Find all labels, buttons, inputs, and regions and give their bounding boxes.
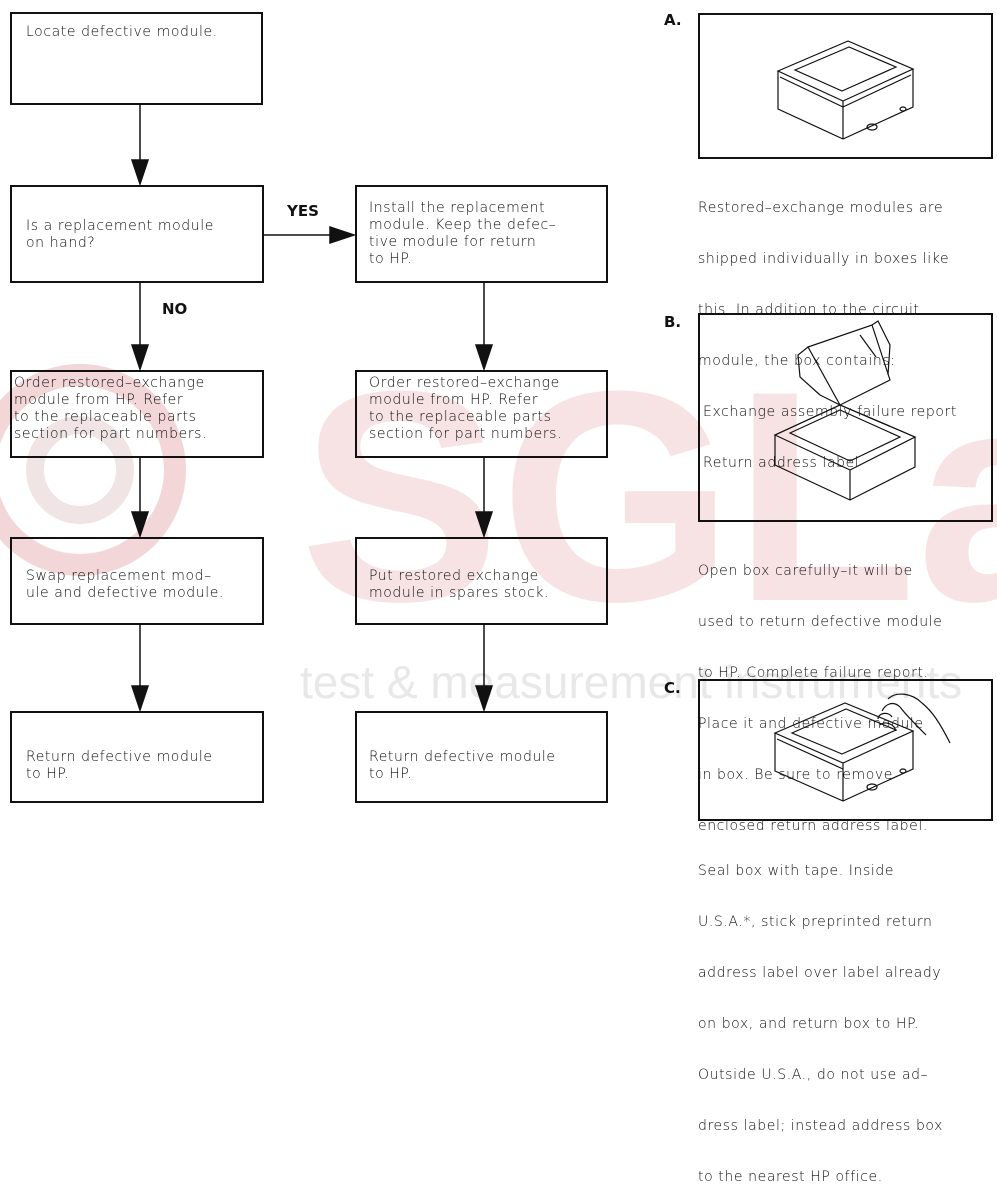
panel-c-caption: Seal box with tape. Inside U.S.A.*, stic… (698, 829, 943, 1203)
panel-b-frame (698, 313, 993, 522)
step-swap-box: Swap replacement mod– ule and defective … (10, 537, 264, 625)
caption-line: enclosed return address label. (698, 818, 928, 834)
decision-text-line: Is a replacement module (26, 218, 214, 234)
caption-line: shipped individually in boxes like (698, 251, 950, 267)
order-left-text-line: to the replaceable parts (14, 409, 197, 425)
order-left-text-line: section for part numbers. (14, 426, 208, 442)
panel-a-letter: A. (664, 11, 682, 29)
caption-line: used to return defective module (698, 614, 943, 630)
caption-line: Outside U.S.A., do not use ad– (698, 1067, 929, 1083)
order-right-text-line: Order restored–exchange (369, 375, 560, 391)
decision-replacement-box: Is a replacement module on hand? (10, 185, 264, 283)
caption-line: Open box carefully–it will be (698, 563, 913, 579)
order-right-text-line: module from HP. Refer (369, 392, 539, 408)
caption-line: to the nearest HP office. (698, 1169, 883, 1185)
step-locate-text: Locate defective module. (26, 24, 218, 40)
no-label: NO (162, 300, 188, 318)
caption-line: Restored–exchange modules are (698, 200, 944, 216)
order-right-text-line: to the replaceable parts (369, 409, 552, 425)
install-text-line: module. Keep the defec– (369, 217, 557, 233)
arrowhead (474, 511, 494, 539)
panel-c-letter: C. (664, 679, 681, 697)
install-text-line: to HP. (369, 251, 413, 267)
step-locate-box: Locate defective module. (10, 12, 263, 105)
order-left-text-line: module from HP. Refer (14, 392, 184, 408)
caption-line: module, the box contains: (698, 353, 896, 369)
step-return-left-box: Return defective module to HP. (10, 711, 264, 803)
order-right-text-line: section for part numbers. (369, 426, 563, 442)
flowchart-connectors (130, 105, 494, 713)
return-right-text-line: to HP. (369, 766, 413, 782)
step-order-left-box: Order restored–exchange module from HP. … (10, 370, 264, 458)
spares-text-line: Put restored exchange (369, 568, 539, 584)
caption-line: on box, and return box to HP. (698, 1016, 920, 1032)
panel-c-frame (698, 679, 993, 821)
closed-box-illustration (776, 40, 915, 140)
swap-text-line: Swap replacement mod– (26, 568, 212, 584)
yes-label: YES (287, 202, 319, 220)
caption-line: Return address label (698, 455, 860, 471)
caption-line: dress label; instead address box (698, 1118, 944, 1134)
arrowhead (474, 685, 494, 713)
return-right-text-line: Return defective module (369, 749, 556, 765)
step-install-box: Install the replacement module. Keep the… (355, 185, 608, 283)
step-spares-box: Put restored exchange module in spares s… (355, 537, 608, 625)
spares-text-line: module in spares stock. (369, 585, 550, 601)
arrowhead (130, 685, 150, 713)
order-left-text-line: Order restored–exchange (14, 375, 205, 391)
open-box-illustration (773, 320, 917, 501)
step-return-right-box: Return defective module to HP. (355, 711, 608, 803)
install-text-line: Install the replacement (369, 200, 546, 216)
arrowhead (130, 344, 150, 372)
step-order-right-box: Order restored–exchange module from HP. … (355, 370, 608, 458)
caption-line: to HP. Complete failure report. (698, 665, 929, 681)
return-left-text-line: Return defective module (26, 749, 213, 765)
decision-text-line: on hand? (26, 235, 96, 251)
arrowhead (130, 159, 150, 187)
caption-line: Seal box with tape. Inside (698, 863, 895, 879)
arrowhead (130, 511, 150, 539)
sealed-box-illustration (773, 693, 951, 802)
panel-b-caption: Open box carefully–it will be used to re… (698, 529, 942, 852)
return-left-text-line: to HP. (26, 766, 70, 782)
arrowhead (329, 225, 357, 245)
caption-line: in box. Be sure to remove (698, 767, 893, 783)
caption-line: U.S.A.*, stick preprinted return (698, 914, 933, 930)
swap-text-line: ule and defective module. (26, 585, 224, 601)
panel-a-frame (698, 13, 993, 159)
arrowhead (474, 344, 494, 372)
panel-b-letter: B. (664, 313, 682, 331)
caption-line: address label over label already (698, 965, 942, 981)
install-text-line: tive module for return (369, 234, 537, 250)
